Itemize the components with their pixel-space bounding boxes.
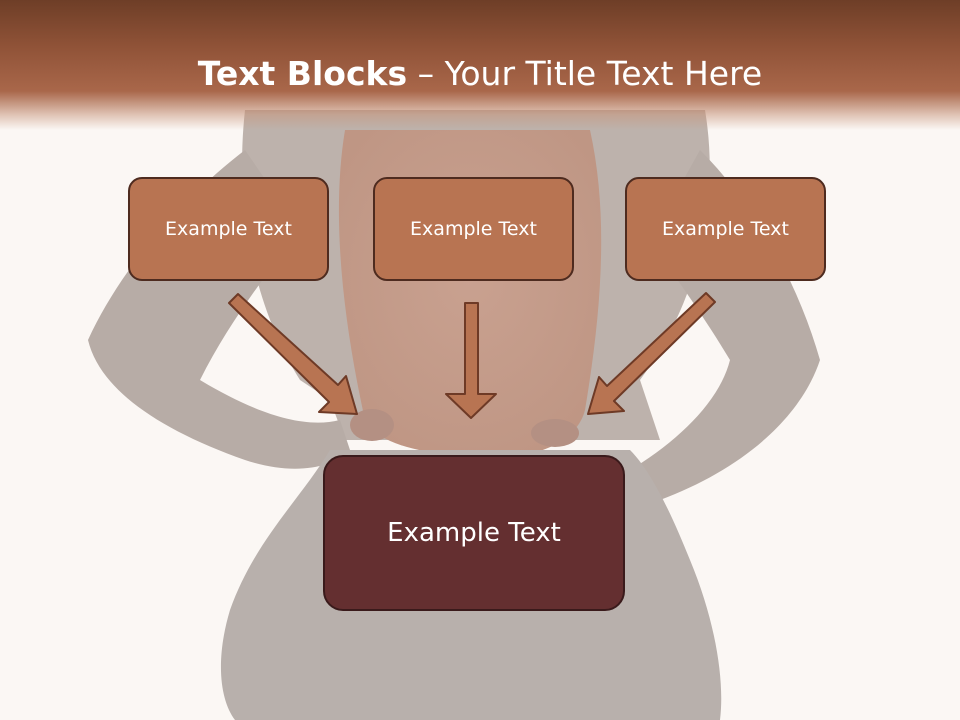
target-text-block[interactable]: Example Text (323, 455, 625, 611)
text-block-2[interactable]: Example Text (373, 177, 574, 281)
text-block-2-label: Example Text (410, 218, 537, 240)
target-text-block-label: Example Text (387, 518, 561, 548)
slide-title: Text Blocks – Your Title Text Here (0, 52, 960, 96)
arrow-center-down (445, 302, 497, 419)
arrow-left-diagonal (228, 293, 358, 415)
text-block-3[interactable]: Example Text (625, 177, 826, 281)
title-band (0, 0, 960, 130)
title-separator: – (407, 54, 445, 93)
arrow-right-diagonal (587, 292, 716, 415)
text-block-3-label: Example Text (662, 218, 789, 240)
title-rest-part: Your Title Text Here (444, 54, 763, 93)
title-bold-part: Text Blocks (197, 54, 408, 93)
text-block-1-label: Example Text (165, 218, 292, 240)
text-block-1[interactable]: Example Text (128, 177, 329, 281)
